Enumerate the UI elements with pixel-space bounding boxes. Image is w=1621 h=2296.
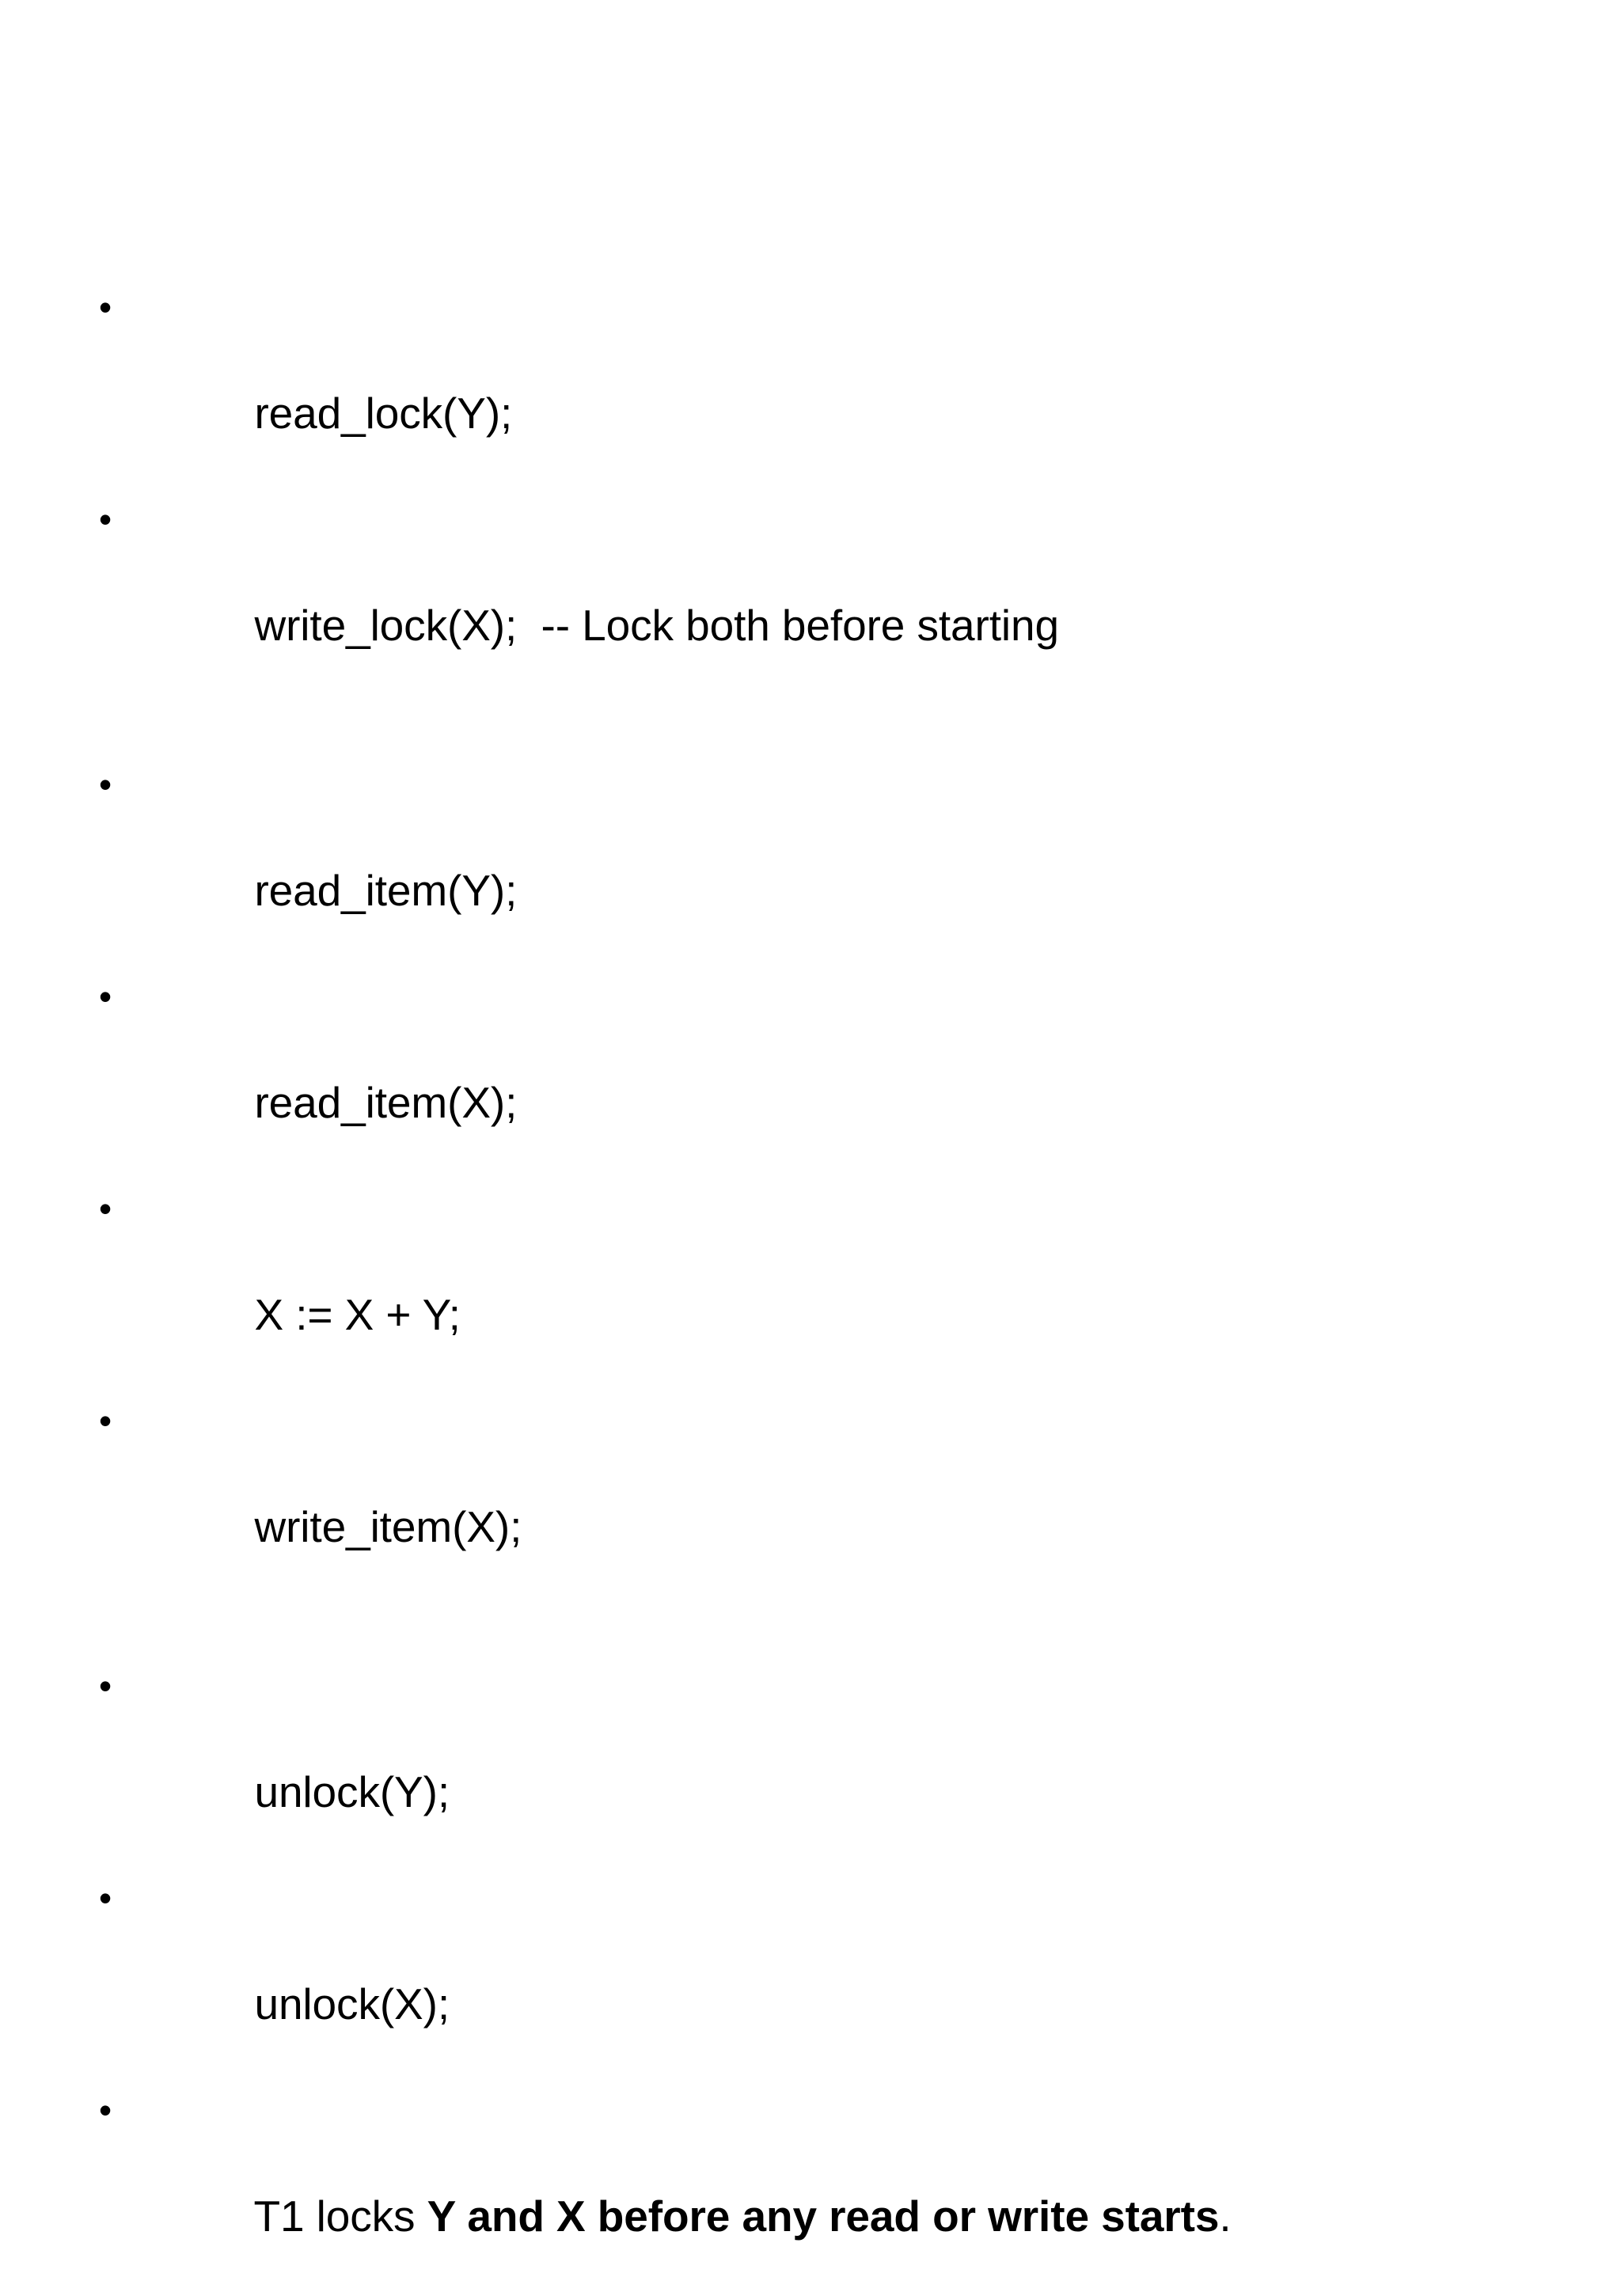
bullet-list: • read_lock(Y); • write_lock(X); -- Lock… — [87, 281, 1512, 2296]
bullet-icon: • — [99, 499, 112, 540]
bullet-icon: • — [99, 2089, 112, 2131]
list-item: • read_lock(Y); — [87, 281, 1512, 493]
list-item: • unlock(Y); — [87, 1660, 1512, 1872]
plain-text: . — [1219, 2192, 1232, 2241]
list-item-label: unlock(X); — [254, 1979, 450, 2028]
list-item-label: unlock(Y); — [254, 1767, 450, 1816]
list-item-label: read_item(Y); — [254, 866, 518, 915]
bullet-icon: • — [99, 764, 112, 805]
list-item: • unlock(X); — [87, 1872, 1512, 2084]
list-item-label: read_item(X); — [254, 1078, 518, 1127]
bullet-icon: • — [99, 287, 112, 328]
bullet-icon: • — [99, 1188, 112, 1229]
bullet-icon: • — [99, 1665, 112, 1706]
emphasis-text: Y and X before any read or write starts — [427, 2192, 1220, 2241]
list-item-label: write_lock(X); -- Lock both before start… — [254, 601, 1060, 650]
list-item-label: T1 locks Y and X before any read or writ… — [253, 2192, 1231, 2241]
slide-body-placeholder: • read_lock(Y); • write_lock(X); -- Lock… — [87, 281, 1512, 2296]
list-item: • write_item(X); — [87, 1395, 1512, 1607]
bullet-icon: • — [99, 1400, 112, 1441]
list-item: • read_item(Y); — [87, 758, 1512, 970]
list-item-summary: • T1 locks Y and X before any read or wr… — [87, 2084, 1512, 2296]
bullet-icon: • — [99, 1877, 112, 1918]
list-item-label: write_item(X); — [254, 1502, 522, 1551]
slide-canvas: • read_lock(Y); • write_lock(X); -- Lock… — [99, 287, 1232, 2241]
list-item: • write_lock(X); -- Lock both before sta… — [87, 493, 1512, 705]
plain-text: T1 locks — [253, 2192, 427, 2241]
list-item-label: X := X + Y; — [254, 1290, 461, 1339]
bullet-icon: • — [99, 976, 112, 1017]
blank-line — [87, 705, 1512, 758]
list-item-label: read_lock(Y); — [254, 389, 513, 438]
list-item: • X := X + Y; — [87, 1182, 1512, 1395]
blank-line — [87, 1607, 1512, 1660]
list-item: • read_item(X); — [87, 970, 1512, 1182]
